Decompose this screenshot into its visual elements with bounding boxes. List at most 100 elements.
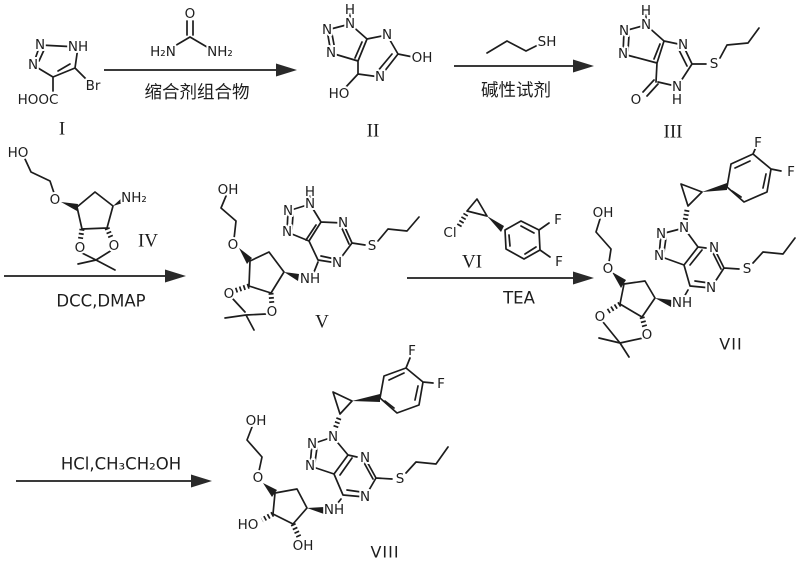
bonds [326, 13, 414, 89]
wedge-bond [61, 202, 78, 211]
hash-bond [290, 522, 302, 539]
reaction-arrow-step4: TEA [407, 271, 594, 310]
atom-label-N: N [672, 79, 682, 95]
compound-V: OH O NH H N N N N N S O O V [216, 180, 420, 335]
compound-numeral-VII: VII [719, 335, 742, 354]
atom-label-O: O [603, 261, 614, 277]
atom-label-H: H [672, 92, 682, 108]
hash-bond [456, 212, 469, 228]
atom-label-O: O [267, 304, 278, 320]
wedge-bond [113, 195, 129, 206]
wedge-bond [612, 272, 626, 288]
double-bonds [38, 49, 71, 72]
atom-label-OH: OH [412, 50, 433, 66]
atom-label-N: N [307, 436, 317, 452]
hash-bond [639, 316, 648, 329]
atom-label-N: N [338, 215, 348, 231]
bonds [220, 195, 420, 331]
double-bonds [314, 372, 419, 493]
atom-label-HO: HO [329, 86, 350, 102]
atom-label-N: N [360, 450, 370, 466]
double-bonds [331, 33, 393, 73]
atom-label-NH2: NH₂ [121, 190, 147, 206]
atom-label-SH: SH [538, 34, 557, 50]
atom-label-HO: HO [238, 517, 259, 533]
atom-label-Cl: Cl [443, 225, 456, 241]
atom-label-N: N [360, 489, 370, 505]
arrow-head [165, 269, 186, 283]
atom-label-OH: OH [593, 205, 614, 221]
atom-label-OH: OH [246, 413, 267, 429]
atom-label-N: N [283, 203, 293, 219]
compound-numeral-II: II [367, 121, 380, 142]
reagent-VI: Cl F F VI [441, 198, 565, 275]
atom-label-N: N [619, 23, 629, 39]
atom-label-N: N [706, 280, 716, 296]
wedge-bond [702, 183, 727, 192]
atom-label-N: N [375, 69, 385, 85]
atom-label-H: H [305, 184, 315, 200]
reaction-arrow-step2: 碱性试剂 [454, 59, 594, 103]
atom-label-N: N [382, 27, 392, 43]
wedge-bond [239, 248, 252, 264]
compound-numeral-VI: VI [462, 252, 482, 273]
atom-label-O: O [109, 238, 120, 254]
compound-numeral-I: I [59, 119, 65, 140]
atom-label-O: O [631, 92, 642, 108]
reaction-arrow-step1: 缩合剂组合物 [104, 63, 297, 105]
atom-label-F: F [408, 343, 416, 359]
bonds [172, 20, 208, 48]
atom-label-N: N [709, 240, 719, 256]
atom-label-N: N [328, 429, 338, 445]
hash-bond [233, 283, 250, 294]
atom-label-H: H [641, 3, 651, 19]
atom-label-N: N [305, 458, 315, 474]
atom-label-Br: Br [86, 78, 101, 94]
atom-label-OH: OH [293, 538, 314, 554]
atom-label-H: H [345, 2, 355, 18]
wedge-bond [487, 216, 504, 232]
bonds [486, 40, 539, 54]
compound-numeral-VIII: VIII [370, 543, 399, 561]
compound-VII: OH O NH N N N N N S O O F F VII [591, 133, 797, 358]
atom-label-F: F [554, 212, 562, 228]
atom-label-F: F [754, 135, 762, 151]
atom-label-N: N [678, 37, 688, 53]
bonds [32, 44, 89, 92]
bonds [595, 146, 796, 358]
atom-label-N: N [656, 226, 666, 242]
atom-label-NH: NH [672, 295, 692, 311]
compound-II: H N N N N N OH HO II [320, 0, 434, 144]
atom-label-S: S [368, 238, 377, 254]
arrow-head [573, 271, 594, 285]
compound-numeral-III: III [664, 122, 683, 143]
atom-label-F: F [787, 164, 795, 180]
bonds [622, 14, 760, 88]
atom-label-S: S [743, 261, 752, 277]
atom-label-NH: NH [68, 39, 88, 55]
atom-label-NH2: NH₂ [207, 44, 233, 60]
atom-label-N: N [332, 255, 342, 271]
atom-label-S: S [710, 56, 719, 72]
atom-label-F: F [437, 376, 445, 392]
bonds [246, 357, 449, 525]
reagent-text-step2: 碱性试剂 [481, 81, 551, 101]
atom-label-O: O [224, 286, 235, 302]
atom-label-O: O [75, 240, 86, 256]
compound-numeral-IV: IV [138, 231, 158, 252]
atom-label-O: O [253, 470, 264, 486]
double-bonds [627, 34, 688, 97]
reaction-arrow-step5: HCl,CH₃CH₂OH [16, 453, 212, 488]
atom-label-N: N [305, 196, 315, 212]
reagent-text-step5: HCl,CH₃CH₂OH [61, 455, 181, 474]
atom-label-O: O [642, 327, 653, 343]
double-bonds [663, 160, 767, 284]
atom-label-NH: NH [300, 271, 320, 287]
arrow-head [191, 474, 212, 488]
atom-label-N: N [28, 57, 38, 73]
wedge-bond [352, 394, 380, 402]
atom-label-H2N: H₂N [150, 44, 176, 60]
hash-bond [605, 301, 622, 315]
